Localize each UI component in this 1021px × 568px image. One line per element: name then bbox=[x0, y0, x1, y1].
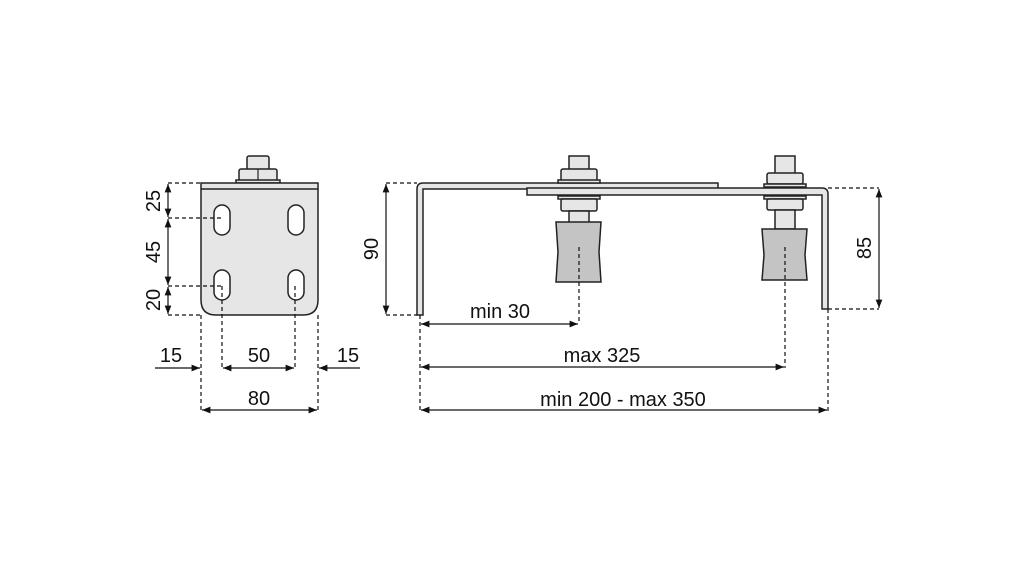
dim-45: 45 bbox=[143, 241, 165, 263]
dim-90: 90 bbox=[361, 238, 383, 260]
front-view: 25 45 20 15 50 15 80 bbox=[143, 155, 360, 414]
bolt-head bbox=[246, 155, 270, 171]
dim-20: 20 bbox=[143, 289, 165, 311]
slot-hole bbox=[287, 204, 305, 236]
nut bbox=[766, 198, 804, 211]
dim-15-right: 15 bbox=[337, 345, 359, 367]
side-view: 90 85 min 30 max 325 min 200 - max 350 bbox=[361, 155, 883, 414]
dim-80: 80 bbox=[248, 388, 270, 410]
dim-min-30: min 30 bbox=[470, 301, 530, 323]
dim-15-left: 15 bbox=[160, 345, 182, 367]
dim-50: 50 bbox=[248, 345, 270, 367]
dim-min-200-max-350: min 200 - max 350 bbox=[540, 389, 706, 411]
dim-85: 85 bbox=[854, 237, 876, 259]
nut bbox=[560, 198, 598, 212]
nut bbox=[560, 168, 598, 182]
dim-25: 25 bbox=[143, 190, 165, 212]
right-bracket bbox=[526, 187, 829, 310]
roller-wheel bbox=[555, 221, 602, 283]
slot-hole bbox=[287, 269, 305, 301]
dim-max-325: max 325 bbox=[564, 345, 641, 367]
nut bbox=[766, 172, 804, 185]
slot-hole bbox=[213, 204, 231, 236]
